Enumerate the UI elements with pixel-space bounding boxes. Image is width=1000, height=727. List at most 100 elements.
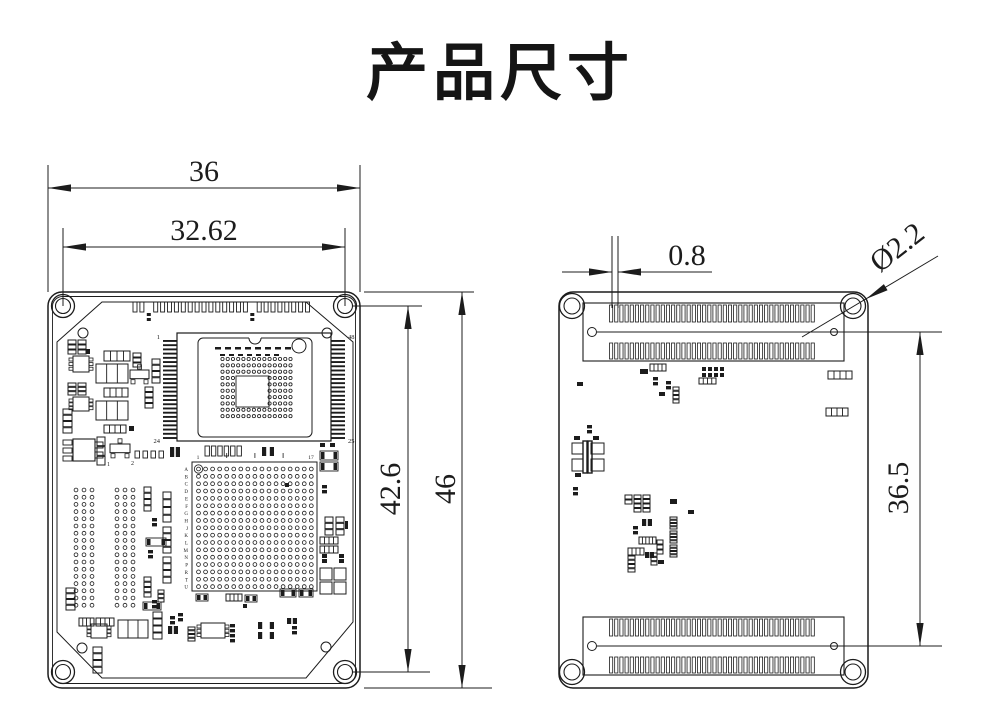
connector-slot [712, 342, 717, 360]
via-dot [114, 509, 120, 514]
land-pad [287, 584, 293, 589]
bga-row-label: U [184, 586, 188, 591]
chip-pin [163, 356, 177, 359]
smd-component [298, 588, 314, 598]
land-pad [238, 584, 244, 589]
connector-slot [753, 656, 758, 674]
land-pad [259, 576, 265, 582]
land-pad [231, 525, 237, 531]
land-pad [245, 518, 251, 523]
dimension-arrow [458, 292, 466, 315]
chip-pin [163, 420, 177, 423]
land-pad [273, 481, 279, 487]
bga-ball [262, 363, 267, 368]
smd-component [143, 576, 152, 598]
land-pad [203, 518, 208, 523]
land-pad [224, 474, 230, 479]
smd-component [666, 381, 671, 390]
bga-ball [225, 388, 230, 393]
land-pad [196, 488, 201, 494]
chip-pin [163, 382, 177, 385]
land-pad [196, 518, 201, 523]
bga-ball [251, 356, 256, 361]
land-pad [259, 474, 265, 479]
land-pad [266, 525, 272, 531]
bga-ball [288, 407, 293, 412]
dimension-arrow [589, 268, 612, 276]
bga-row-label: J [186, 527, 188, 532]
chip-pin [331, 411, 345, 414]
land-pad [308, 466, 314, 472]
dim-hole-spacing-x: 32.62 [170, 214, 238, 247]
land-pad [217, 518, 222, 523]
chip-pin [331, 394, 345, 397]
bga-row-label: D [184, 490, 188, 495]
land-pad [217, 510, 222, 516]
via-dot [114, 487, 120, 493]
land-pad [203, 488, 208, 494]
land-pad [245, 503, 251, 509]
land-pad [252, 562, 258, 567]
land-pad [252, 584, 258, 589]
land-pad [301, 488, 307, 494]
land-pad [231, 584, 237, 589]
chip-pin [331, 365, 345, 368]
smd-component [319, 450, 339, 461]
land-pad [301, 547, 307, 553]
land-pad [238, 547, 244, 553]
connector-slot [624, 656, 629, 674]
land-pad [210, 474, 215, 479]
via-dot [114, 502, 120, 507]
smd-component [187, 626, 196, 642]
connector-slot [790, 342, 795, 360]
via-dot [81, 588, 87, 594]
via-dot [73, 574, 79, 579]
pad [222, 301, 228, 313]
via-dot [114, 523, 120, 529]
connector-slot [774, 656, 779, 674]
chip-pin [163, 344, 177, 347]
land-pad [294, 466, 300, 472]
land-pad [301, 576, 307, 582]
land-pad [252, 466, 258, 472]
bga-ball [220, 414, 225, 419]
smd-component [287, 618, 297, 624]
land-pad [287, 547, 293, 553]
land-pad [252, 496, 258, 501]
bga-ball [241, 407, 246, 412]
land-pad [266, 510, 272, 516]
bga-row-label: M [184, 549, 189, 554]
bga-ball [283, 369, 288, 374]
bga-row-label: R [185, 571, 189, 576]
pad [132, 301, 138, 313]
land-pad [280, 525, 286, 531]
land-pad [217, 474, 222, 479]
via-dot [122, 595, 128, 601]
bga-ball [230, 356, 235, 361]
chip-pin [331, 420, 345, 423]
connector-slot [800, 618, 805, 637]
land-pad [196, 525, 201, 531]
connector-slot [660, 618, 665, 637]
chip-pin [331, 407, 345, 410]
land-pad [224, 510, 230, 516]
smd-component [244, 594, 258, 603]
via-dot [73, 523, 79, 529]
via-dot [81, 552, 87, 558]
smd-component [162, 526, 172, 554]
via-dot [81, 487, 87, 493]
land-pad [231, 547, 237, 553]
land-pad [203, 554, 208, 560]
via-dot [130, 602, 136, 608]
locating-hole [587, 327, 597, 337]
via-dot [81, 523, 87, 529]
smd-component [148, 550, 153, 559]
land-pad [280, 466, 286, 472]
land-pad [252, 554, 258, 560]
dimension-arrow [322, 243, 345, 251]
via-dot [81, 595, 87, 601]
land-pad [238, 510, 244, 516]
mounting-hole [839, 292, 867, 320]
smd-component [702, 367, 724, 377]
connector-slot [665, 342, 670, 360]
